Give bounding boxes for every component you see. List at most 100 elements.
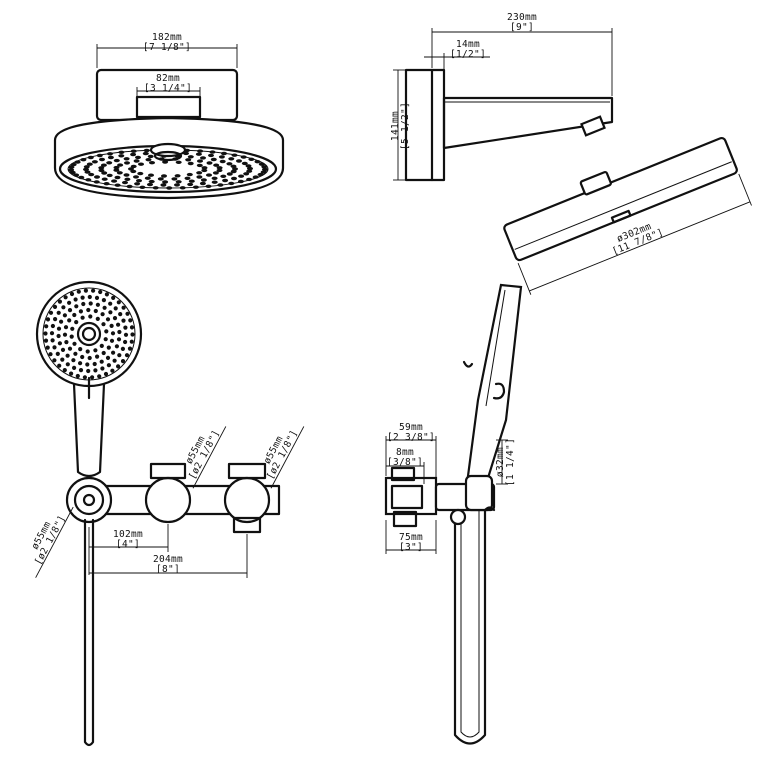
dim-valve-spacing-1: 102mm [4"] xyxy=(88,524,169,575)
hand-nozzle-hole xyxy=(103,371,109,377)
nozzle-hole xyxy=(135,155,141,160)
nozzle-hole xyxy=(133,159,140,163)
hand-nozzle-hole xyxy=(67,300,72,305)
hand-nozzle-hole xyxy=(82,375,87,380)
hand-nozzle-hole xyxy=(118,312,123,317)
hand-nozzle-hole xyxy=(87,355,92,361)
hand-nozzle-hole xyxy=(106,345,111,350)
dim-holder-dia-metric: ø32mm xyxy=(495,447,506,477)
hand-nozzle-hole xyxy=(129,339,134,344)
hand-nozzle-hole xyxy=(52,345,57,350)
nozzle-hole xyxy=(152,186,159,190)
dim-spacing-1-metric: 102mm xyxy=(113,529,143,540)
hand-nozzle-holes xyxy=(43,288,135,380)
hand-nozzle-hole xyxy=(78,368,84,373)
hand-nozzle-hole xyxy=(95,302,100,307)
nozzle-hole xyxy=(187,155,194,159)
nozzle-hole xyxy=(122,180,128,185)
nozzle-hole xyxy=(70,162,77,167)
hand-nozzle-hole xyxy=(67,346,73,351)
nozzle-hole xyxy=(220,174,227,178)
shower-head-side-view xyxy=(404,68,738,262)
nozzle-hole xyxy=(254,160,261,164)
side-holder-cradle xyxy=(464,474,494,512)
hand-nozzle-hole xyxy=(128,318,133,323)
nozzle-hole xyxy=(209,150,216,154)
nozzle-hole xyxy=(232,167,238,171)
nozzle-hole xyxy=(100,163,107,167)
nozzle-hole xyxy=(93,180,100,184)
hand-nozzle-hole xyxy=(56,333,61,339)
hand-nozzle-hole xyxy=(117,353,122,358)
hand-nozzle-hole xyxy=(72,365,77,370)
nozzle-hole xyxy=(143,148,150,153)
hand-nozzle-hole xyxy=(110,368,115,373)
nozzle-hole xyxy=(128,167,134,171)
hand-nozzle-hole xyxy=(129,325,135,330)
nozzle-holes xyxy=(68,148,268,190)
hand-nozzle-hole xyxy=(109,323,114,328)
hand-nozzle-hole xyxy=(50,338,55,343)
hand-nozzle-hole xyxy=(105,317,111,322)
nozzle-hole xyxy=(212,171,219,175)
hand-nozzle-hole xyxy=(65,362,70,367)
dim-side-depth: 59mm [2 3/8"] xyxy=(385,422,437,482)
dim-outlet-depth: 75mm [3"] xyxy=(385,520,437,554)
nozzle-hole xyxy=(103,182,110,186)
hand-nozzle-hole xyxy=(64,340,69,345)
dim-side-inset: 8mm [3/8"] xyxy=(386,447,425,484)
nozzle-hole xyxy=(236,159,242,163)
hand-nozzle-hole xyxy=(69,371,74,376)
nozzle-hole xyxy=(145,158,152,162)
hand-nozzle-hole xyxy=(101,350,106,356)
nozzle-hole xyxy=(134,182,141,186)
hand-nozzle-hole xyxy=(65,353,70,358)
hand-nozzle-hole xyxy=(53,317,58,322)
nozzle-hole xyxy=(99,157,105,162)
nozzle-hole xyxy=(231,153,238,157)
nozzle-hole xyxy=(197,149,204,153)
nozzle-hole xyxy=(73,173,80,177)
nozzle-hole xyxy=(206,173,212,177)
nozzle-hole xyxy=(130,164,137,169)
hand-nozzle-hole xyxy=(63,325,69,330)
dim-side-inset-imperial: [3/8"] xyxy=(387,457,423,468)
hand-nozzle-hole xyxy=(45,345,50,350)
nozzle-hole xyxy=(130,169,137,174)
hand-nozzle-hole xyxy=(108,310,113,315)
shower-arm xyxy=(442,96,614,150)
hand-nozzle-hole xyxy=(67,308,73,313)
hand-nozzle-hole xyxy=(99,359,104,364)
nozzle-hole xyxy=(113,165,120,170)
hand-nozzle-hole xyxy=(59,319,64,324)
nozzle-hole xyxy=(139,185,146,189)
nozzle-hole xyxy=(148,173,154,177)
hand-shower-handle xyxy=(72,382,106,478)
nozzle-hole xyxy=(84,170,91,174)
hand-nozzle-hole xyxy=(81,301,86,307)
nozzle-hole xyxy=(157,177,164,181)
hand-nozzle-hole xyxy=(67,318,72,323)
nozzle-hole xyxy=(162,160,169,164)
nozzle-hole xyxy=(118,154,125,158)
hand-nozzle-hole xyxy=(98,289,103,295)
nozzle-hole xyxy=(113,158,120,163)
hand-nozzle-hole xyxy=(45,317,51,322)
dim-head-width-imperial: [7 1/8"] xyxy=(143,42,191,53)
hand-nozzle-hole xyxy=(120,359,126,364)
hand-nozzle-hole xyxy=(117,329,122,335)
nozzle-hole xyxy=(245,164,252,168)
nozzle-hole xyxy=(130,152,137,157)
hand-nozzle-hole xyxy=(97,374,102,379)
hand-nozzle-hole xyxy=(127,346,133,351)
nozzle-hole xyxy=(106,173,113,178)
hand-nozzle-hole xyxy=(91,288,96,293)
hand-nozzle-hole xyxy=(130,332,135,337)
hand-nozzle-hole xyxy=(78,309,83,314)
nozzle-hole xyxy=(185,158,192,162)
nozzle-hole xyxy=(83,165,90,169)
nozzle-hole xyxy=(98,166,105,170)
dim-spacing-2-metric: 204mm xyxy=(153,554,183,565)
valve-assembly xyxy=(65,462,281,747)
hand-nozzle-hole xyxy=(93,348,98,353)
